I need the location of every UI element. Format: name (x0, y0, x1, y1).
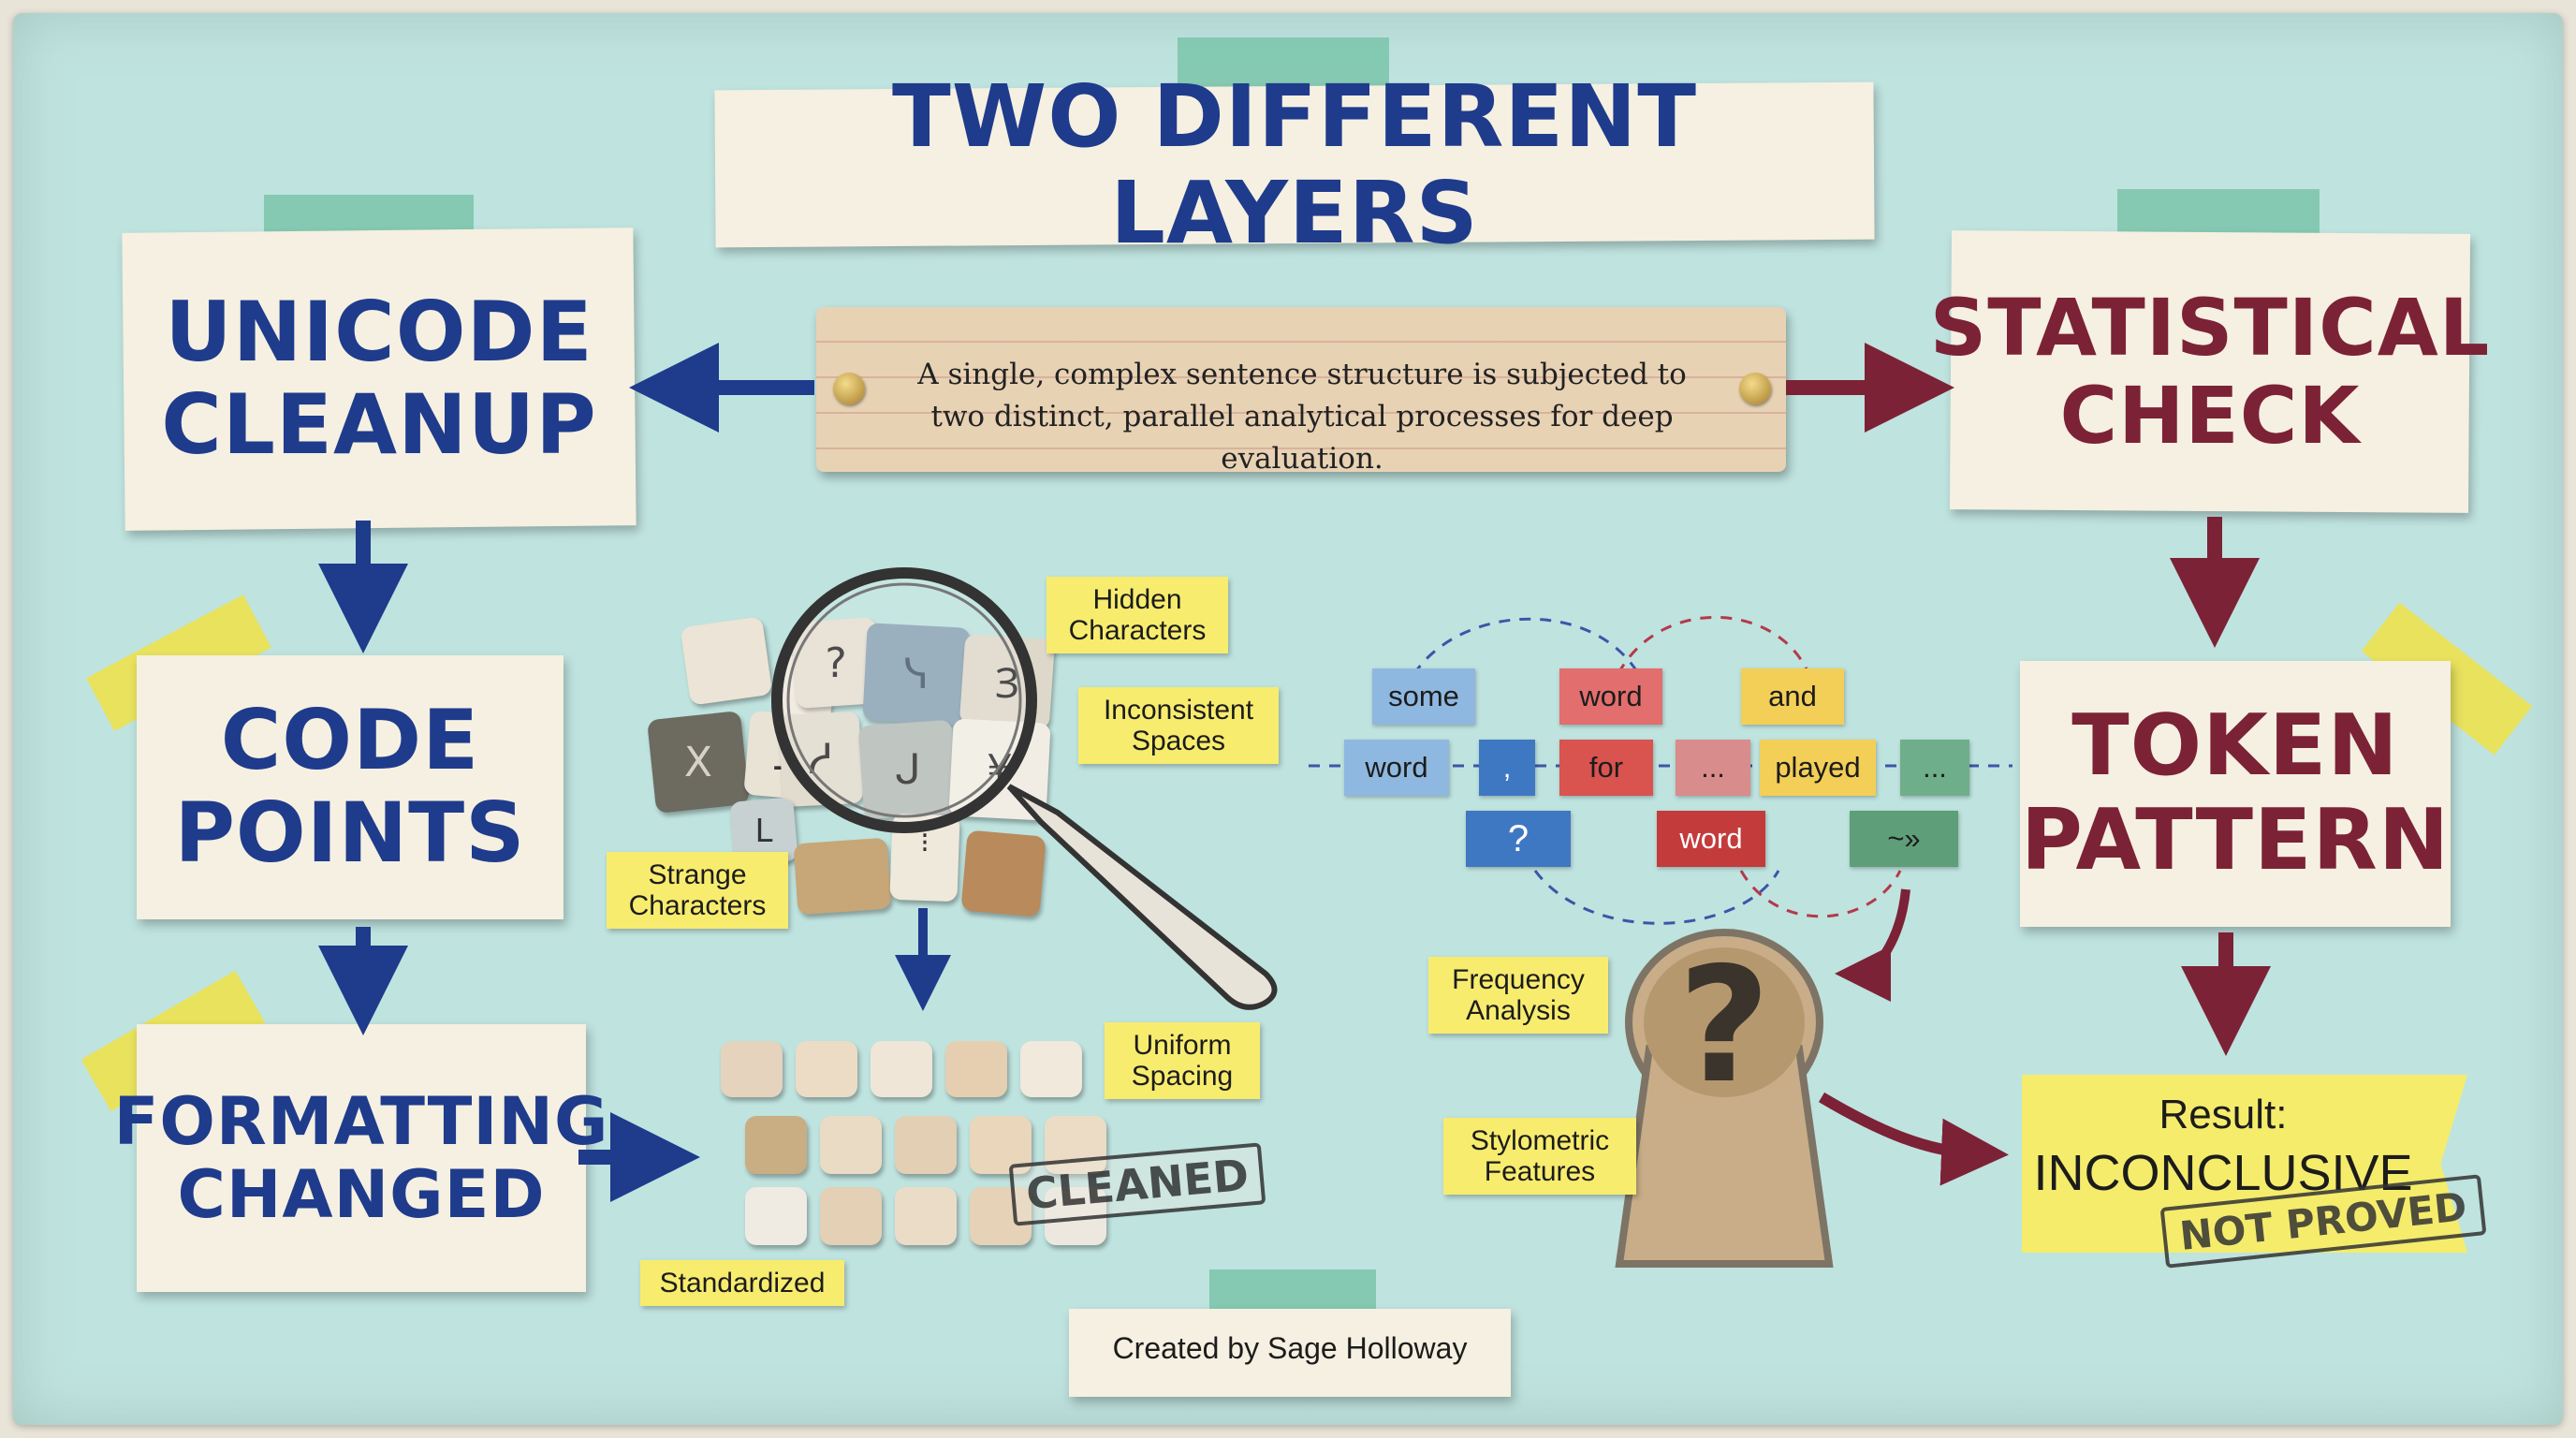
uniform-tile-1-5 (1020, 1041, 1082, 1097)
uniform-tile-1-2 (796, 1041, 857, 1097)
arrow-tokens-to-keyhole (1835, 888, 1910, 1002)
uniform-tile-2-3 (895, 1116, 957, 1174)
code-points-box (137, 655, 564, 919)
token-word-red: word (1559, 668, 1662, 725)
uniform-tile-3-4 (970, 1187, 1032, 1245)
pin-right (1739, 373, 1771, 404)
uniform-tile-3-1 (745, 1187, 807, 1245)
tile-dark-x-symbol: ꓫ (683, 738, 713, 786)
token-pattern-label: TOKEN PATTERN (2020, 697, 2451, 889)
uniform-tile-1-3 (871, 1041, 932, 1097)
uniform-tile-2-1 (745, 1116, 807, 1174)
statistical-check-label: STATISTICAL CHECK (1929, 281, 2491, 462)
description-plank (816, 307, 1786, 472)
uniform-tile-3-3 (895, 1187, 957, 1245)
uniform-tile-1-1 (721, 1041, 783, 1097)
token-and: and (1741, 668, 1844, 725)
token-ellipsis-1: ... (1676, 740, 1750, 796)
formatting-changed-box (137, 1024, 586, 1292)
uniform-tile-2-4 (970, 1116, 1032, 1174)
tile-blue-slate-symbol: ᓭ (865, 625, 968, 723)
token-arrow-green: ~» (1850, 811, 1958, 867)
code-points-label: CODE POINTS (174, 692, 526, 881)
note-inconsistent-spaces: Inconsistent Spaces (1078, 687, 1279, 764)
note-stylometric-features: Stylometric Features (1443, 1118, 1636, 1195)
uniform-tile-2-2 (820, 1116, 882, 1174)
tile-glyph-ladder-symbol: ᓱ (781, 713, 861, 805)
tile-glyph-question-symbol: ? (794, 620, 878, 706)
uniform-tile-3-5 (1045, 1187, 1106, 1245)
result-label: Result: (2159, 1092, 2288, 1137)
formatting-changed-label: FORMATTING CHANGED (113, 1082, 609, 1233)
magnifier-handle (1006, 784, 1278, 1010)
token-arc-bottom-red (1739, 870, 1902, 918)
token-word-blue: word (1344, 740, 1449, 796)
arrow-keyhole-to-result (1818, 1092, 2009, 1186)
token-some: some (1372, 668, 1475, 725)
uniform-tile-2-5 (1045, 1116, 1106, 1174)
pin-left (833, 373, 865, 404)
token-pattern-box (2020, 661, 2451, 927)
token-for: for (1559, 740, 1653, 796)
tile-grey-j-symbol: ᒍ (861, 723, 955, 816)
unicode-cleanup-label: UNICODE CLEANUP (161, 284, 597, 473)
note-strange-characters: Strange Characters (607, 852, 788, 929)
result-banner (2022, 1075, 2467, 1253)
token-played: played (1760, 740, 1876, 796)
uniform-tile-1-4 (945, 1041, 1007, 1097)
result-value: INCONCLUSIVE (2033, 1145, 2413, 1201)
token-question: ? (1466, 811, 1571, 867)
magnifier-lens (771, 567, 1037, 833)
tile-cream-small-symbol: ⁝ (920, 826, 929, 859)
tile-small-grey-symbol: ᒪ (754, 813, 773, 850)
description-text: A single, complex sentence structure is … (917, 358, 1687, 476)
note-frequency-analysis: Frequency Analysis (1428, 957, 1608, 1034)
credit-card (1069, 1309, 1511, 1397)
note-standardized: Standardized (640, 1260, 844, 1306)
token-ellipsis-2: ... (1900, 740, 1969, 796)
credit-text: Created by Sage Holloway (1112, 1331, 1468, 1365)
keyhole-question-icon: ? (1678, 933, 1771, 1119)
note-hidden-characters: Hidden Characters (1046, 577, 1228, 653)
token-arc-top-blue (1402, 617, 1649, 694)
note-uniform-spacing: Uniform Spacing (1105, 1022, 1260, 1099)
token-comma: , (1479, 740, 1535, 796)
uniform-tile-3-2 (820, 1187, 882, 1245)
token-word-dark-red: word (1657, 811, 1765, 867)
token-arc-bottom-blue (1533, 870, 1780, 925)
